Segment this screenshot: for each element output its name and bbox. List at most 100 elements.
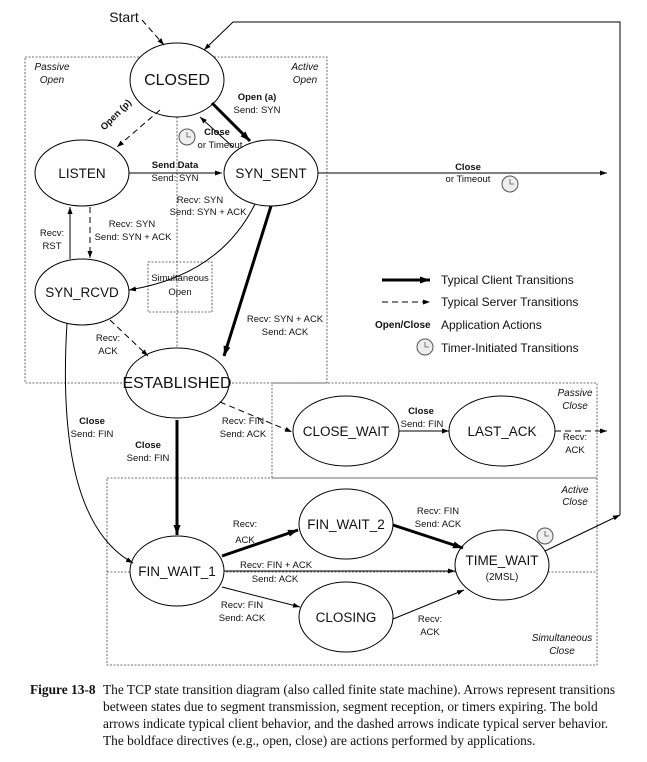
edge-finwait2-timewait (392, 523, 464, 550)
edge-return-closed (203, 21, 621, 515)
edge-send: Send: SYN (234, 105, 281, 116)
edge-send: or Timeout (198, 140, 243, 151)
edge-synsent-established (222, 205, 273, 357)
region-label: Open (168, 287, 191, 298)
clock-icon (178, 128, 196, 146)
region-label: Close (562, 401, 588, 412)
state-fin-wait-2: FIN_WAIT_2 (298, 488, 394, 560)
state-sublabel: (2MSL) (486, 572, 519, 583)
edge-synrcvd-established (109, 319, 149, 357)
edge-closing-timewait (392, 589, 465, 620)
state-syn-sent: SYN_SENT (223, 139, 319, 207)
region-label: Open (40, 75, 65, 86)
edge-send: Send: FIN (127, 453, 170, 464)
state-ellipse (454, 529, 550, 601)
state-ellipse (124, 347, 230, 419)
figure-number: Figure 13-8 (30, 682, 96, 697)
state-ellipse (298, 488, 394, 560)
edge-recv: Recv: (563, 432, 587, 443)
state-label: CLOSE_WAIT (303, 424, 390, 439)
edge-action: Close (79, 416, 105, 427)
state-label: FIN_WAIT_2 (307, 517, 385, 532)
state-closing: CLOSING (298, 581, 394, 653)
edge-recv: Recv: (40, 228, 64, 239)
state-label: TIME_WAIT (466, 553, 539, 568)
edge-action: Close (455, 162, 481, 173)
state-close-wait: CLOSE_WAIT (292, 395, 400, 467)
state-last-ack: LAST_ACK (448, 395, 556, 467)
edge-recv: Recv: FIN (222, 416, 264, 427)
legend-action-key: Open/Close (375, 320, 431, 331)
state-label: CLOSED (144, 72, 210, 89)
state-label: LAST_ACK (467, 424, 536, 439)
region-label: Active (290, 62, 319, 73)
edge-action: Open (a) (238, 92, 277, 103)
edge-recv: Recv: SYN + ACK (247, 314, 324, 325)
state-time-wait: TIME_WAIT (2MSL) (454, 529, 550, 601)
clock-hands (544, 531, 549, 537)
start-label: Start (109, 9, 139, 25)
caption-text: The TCP state transition diagram (also c… (103, 682, 616, 748)
edge-action: Open (p) (99, 98, 134, 133)
region-label: Close (549, 646, 575, 657)
state-listen: LISTEN (34, 139, 130, 207)
edge-recv: Recv: FIN + ACK (240, 560, 313, 571)
region-label: Passive (557, 388, 592, 399)
edge-action: Close (204, 127, 230, 138)
region-label: Close (562, 497, 588, 508)
clock-icon (501, 175, 519, 193)
state-label: SYN_SENT (235, 166, 306, 181)
edge-send: Send: ACK (219, 613, 266, 624)
clock-hands (509, 179, 514, 185)
region-label: Active (560, 485, 589, 496)
tcp-state-diagram: PassiveOpenActiveOpenPassiveCloseActiveC… (24, 9, 621, 666)
edge-recv: Recv: SYN (177, 195, 224, 206)
edge-send: ACK (420, 627, 440, 638)
region-label: Passive (34, 62, 69, 73)
figure-caption: Figure 13-8 The TCP state transition dia… (30, 681, 630, 749)
state-label: LISTEN (58, 166, 105, 181)
edge-synrcvd-finwait1 (64, 322, 134, 564)
edge-synsent-synrcvd (128, 203, 256, 292)
edge-finwait1-closing (221, 586, 301, 608)
edge-synsent-closed (199, 116, 234, 148)
edge-send: Send: SYN + ACK (170, 207, 247, 218)
state-fin-wait-1: FIN_WAIT_1 (129, 535, 225, 607)
clock-hands (186, 132, 191, 138)
edge-send: Send: ACK (415, 519, 462, 530)
clock-hands (424, 342, 429, 348)
legend-server-label: Typical Server Transitions (441, 295, 578, 309)
edge-send: RST (43, 241, 62, 252)
edge-recv: Recv: FIN (221, 600, 263, 611)
edge-timewait-closed (544, 514, 621, 552)
state-label: CLOSING (316, 610, 377, 625)
region-label: Simultaneous (151, 273, 209, 284)
state-ellipse (129, 42, 225, 118)
state-closed: CLOSED (129, 42, 225, 118)
edge-send: or Timeout (446, 174, 491, 185)
edge-recv: Recv: SYN (109, 219, 156, 230)
edge-send: Send: FIN (71, 429, 114, 440)
edge-send: Send: SYN + ACK (95, 232, 172, 243)
clock-icon (536, 527, 554, 545)
edge-send: Send: ACK (220, 429, 267, 440)
legend-timer-label: Timer-Initiated Transitions (441, 341, 579, 355)
edge-action: Close (408, 406, 434, 417)
edge-send: Send: ACK (262, 327, 309, 338)
edge-recv: Recv: FIN (417, 506, 459, 517)
edge-send: Send: FIN (401, 419, 444, 430)
edge-established-closewait (219, 401, 293, 433)
edge-action: Send Data (152, 160, 199, 171)
edge-send: ACK (565, 445, 585, 456)
region-label: Open (293, 75, 318, 86)
state-label: SYN_RCVD (45, 285, 119, 300)
state-syn-rcvd: SYN_RCVD (34, 258, 130, 326)
legend-client-label: Typical Client Transitions (441, 273, 574, 287)
legend-action-label: Application Actions (441, 318, 542, 332)
edge-action: Close (135, 440, 161, 451)
state-established: ESTABLISHED (122, 347, 232, 419)
state-ellipse (34, 258, 130, 326)
state-ellipse (298, 581, 394, 653)
start-arrow (141, 19, 165, 46)
